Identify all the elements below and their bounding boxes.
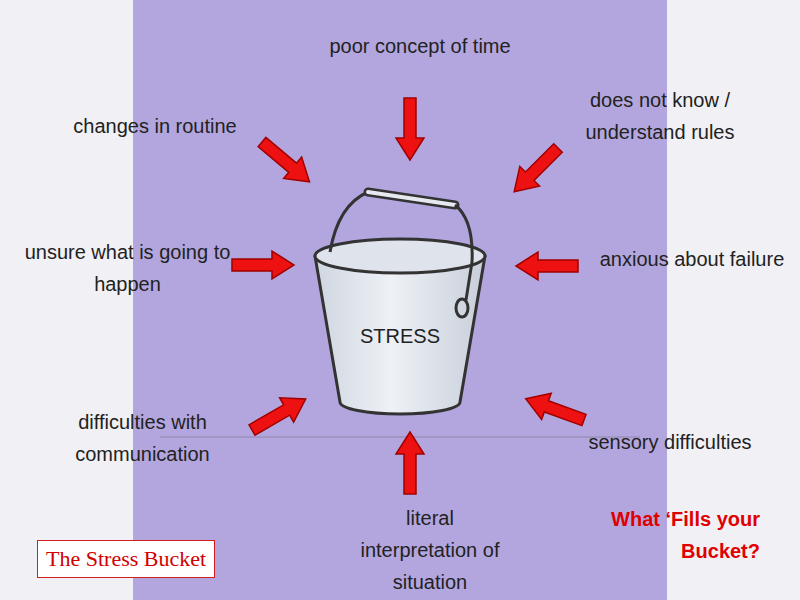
arrows: [232, 98, 589, 494]
stress-cause: difficulties with communication: [35, 406, 250, 470]
bucket-outline: [290, 175, 510, 425]
title-box: The Stress Bucket: [37, 540, 215, 578]
stress-cause: anxious about failure: [592, 243, 792, 275]
purple-band: [133, 0, 667, 600]
stress-cause: changes in routine: [60, 110, 250, 142]
bucket-node: STRESS: [290, 175, 510, 425]
prompt-text: What ‘Fills your Bucket?: [555, 503, 760, 567]
title-text: The Stress Bucket: [46, 546, 206, 572]
stress-cause: unsure what is going to happen: [20, 236, 235, 300]
faint-line: [160, 437, 640, 438]
stress-cause: sensory difficulties: [580, 426, 760, 458]
stress-cause: does not know / understand rules: [560, 84, 760, 148]
stress-cause: poor concept of time: [320, 30, 520, 62]
stress-cause: literal interpretation of situation: [345, 502, 515, 598]
bucket-label: STRESS: [290, 325, 510, 348]
